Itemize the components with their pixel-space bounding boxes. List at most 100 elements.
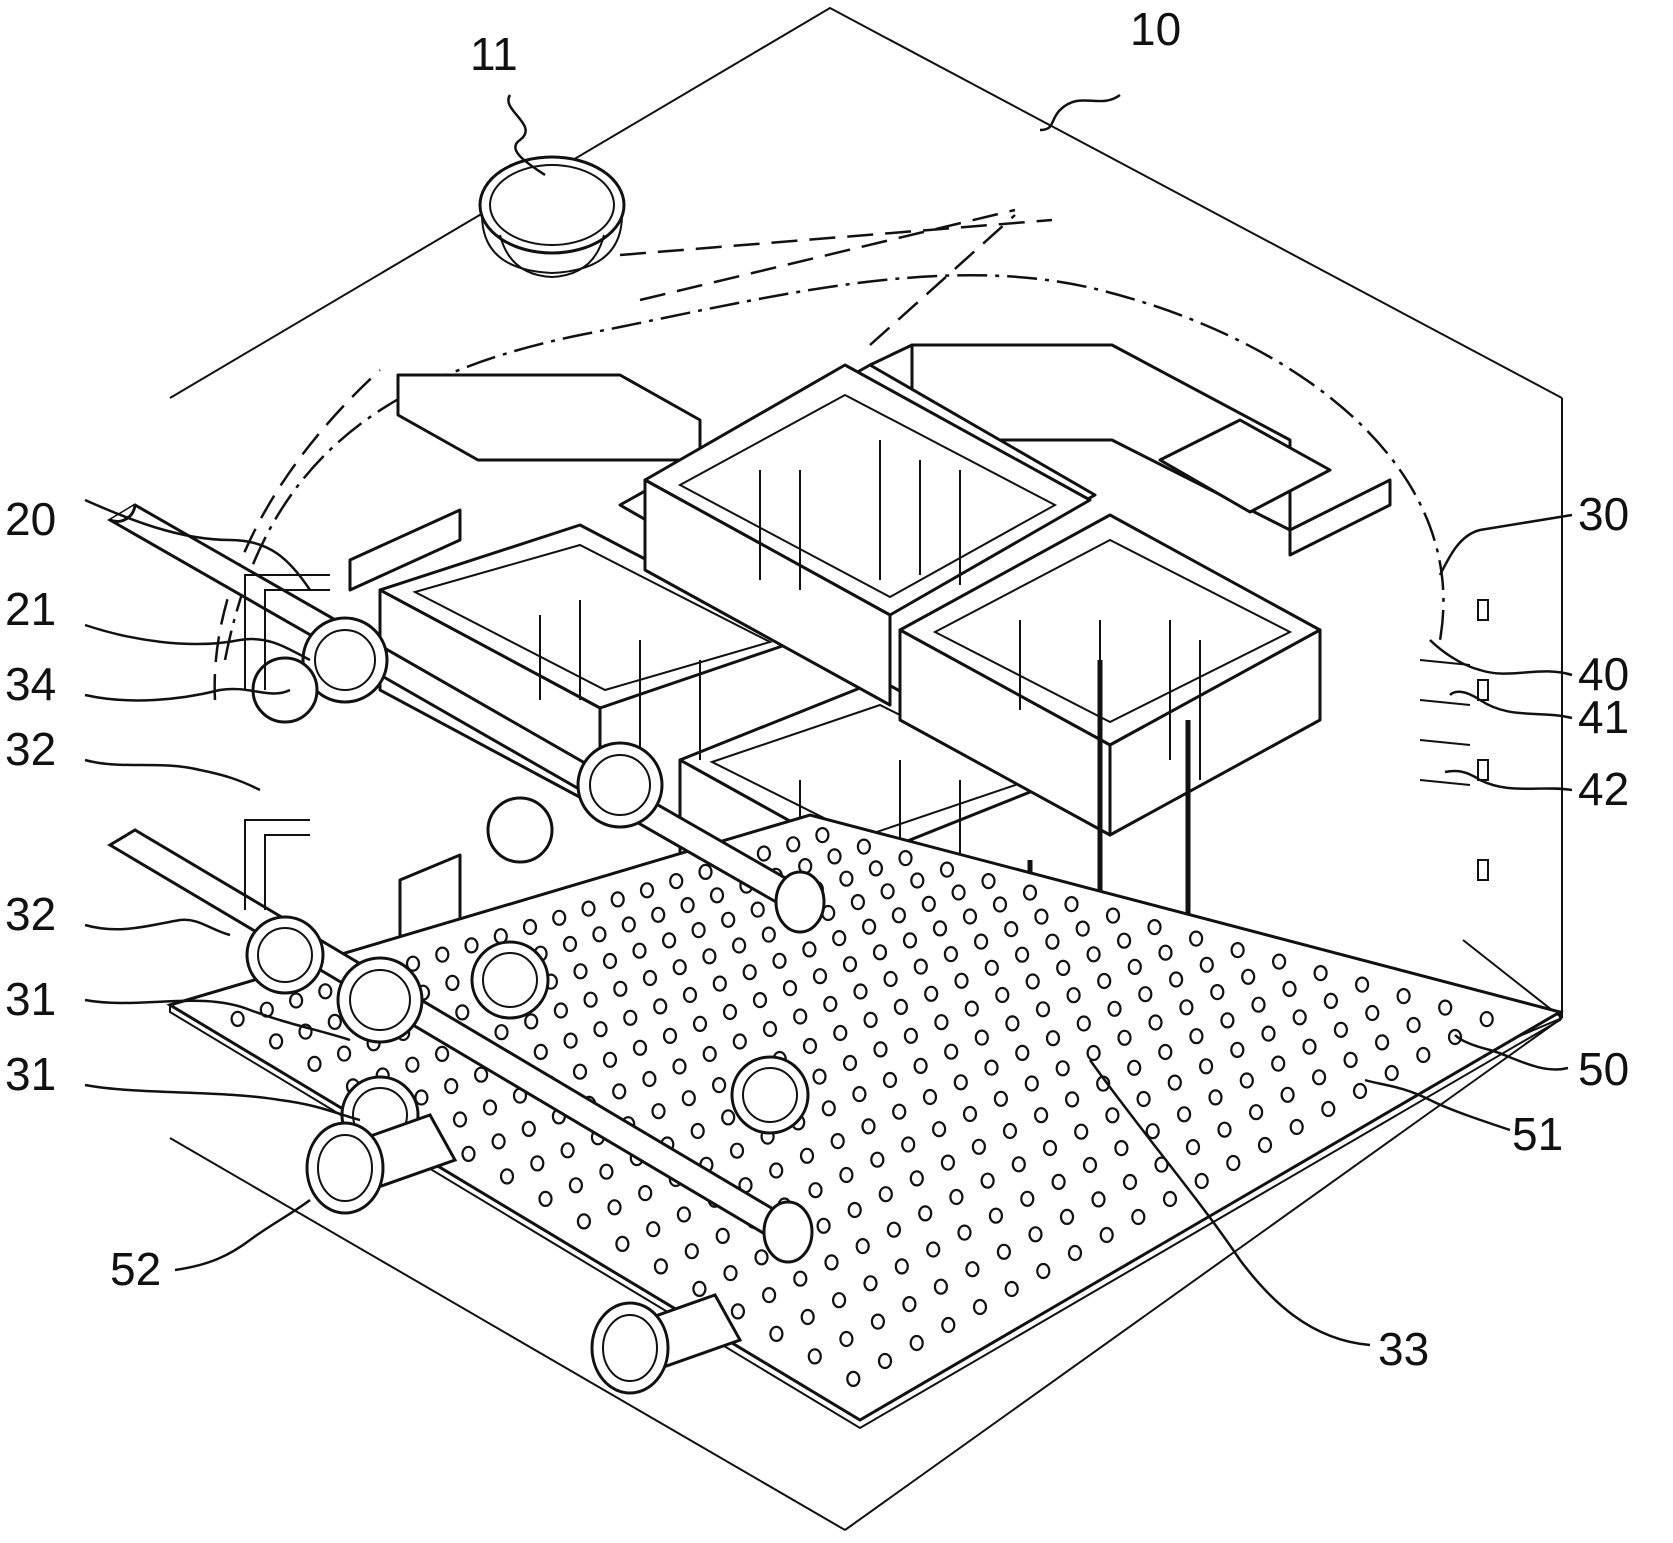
plate-hole — [1217, 1121, 1232, 1138]
plate-hole — [870, 1313, 886, 1330]
plate-hole — [1261, 1025, 1276, 1042]
plate-hole — [552, 909, 567, 926]
plate-hole — [682, 986, 698, 1004]
plate-hole — [1289, 1118, 1304, 1136]
plate-hole — [1280, 1086, 1295, 1103]
label-30: 30 — [1578, 488, 1629, 540]
plate-hole — [742, 964, 757, 981]
plate-hole — [680, 896, 695, 914]
plate-hole — [691, 921, 706, 939]
plate-hole — [553, 1002, 569, 1019]
plate-hole — [995, 986, 1010, 1004]
plate-hole — [452, 1111, 468, 1128]
plate-hole — [692, 1280, 707, 1298]
plate-hole — [646, 1221, 661, 1238]
plate-hole — [1194, 1172, 1209, 1190]
plate-hole — [1022, 884, 1038, 901]
plate-hole — [902, 1295, 917, 1313]
plate-hole — [996, 1243, 1012, 1260]
plate-hole — [772, 952, 787, 969]
plate-hole — [891, 907, 907, 924]
label-21: 21 — [5, 583, 56, 635]
plate-hole — [651, 906, 666, 923]
plate-hole — [944, 1043, 959, 1060]
plate-hole — [642, 969, 658, 987]
plate-hole — [1241, 968, 1256, 985]
plate-hole — [405, 955, 421, 972]
plate-hole — [861, 918, 877, 935]
label-31-lower: 31 — [5, 1048, 56, 1100]
plate-hole — [522, 918, 538, 936]
plate-hole — [893, 998, 909, 1016]
plate-hole — [815, 826, 830, 844]
plate-hole — [653, 1258, 669, 1275]
plate-hole — [1158, 944, 1173, 961]
plate-hole — [435, 946, 450, 963]
plate-hole — [934, 1014, 949, 1031]
plate-hole — [1239, 1072, 1254, 1089]
label-51: 51 — [1512, 1108, 1563, 1160]
plate-hole — [1066, 987, 1081, 1004]
plate-hole — [562, 935, 578, 953]
plate-hole — [1251, 996, 1266, 1013]
plate-hole — [639, 882, 655, 899]
plate-hole — [653, 998, 668, 1015]
flange-nozzles — [245, 616, 810, 1155]
plate-hole — [1148, 1014, 1163, 1031]
plate-hole — [855, 1237, 870, 1255]
plate-hole — [1147, 918, 1162, 936]
plate-hole — [1257, 1136, 1273, 1154]
plate-hole — [572, 1063, 588, 1080]
plate-hole — [563, 1032, 578, 1049]
plate-hole — [1117, 1029, 1132, 1046]
plate-hole — [651, 1103, 666, 1120]
reference-numerals: 10 11 20 21 34 32 32 31 31 52 30 40 41 4… — [5, 3, 1629, 1375]
plate-hole — [464, 937, 479, 954]
plate-hole — [1162, 1190, 1178, 1208]
plate-hole — [913, 958, 928, 975]
plate-hole — [799, 1147, 815, 1164]
plate-hole — [1127, 958, 1142, 976]
plate-hole — [638, 1184, 653, 1202]
plate-hole — [933, 1278, 949, 1295]
plate-hole — [962, 908, 978, 925]
plate-hole — [721, 911, 736, 928]
plate-hole — [692, 1015, 708, 1033]
plate-hole — [1248, 1104, 1264, 1121]
plate-hole — [661, 932, 677, 949]
plate-hole — [1056, 959, 1071, 977]
plate-hole — [1479, 1010, 1494, 1028]
label-34: 34 — [5, 658, 56, 710]
plate-hole — [729, 1142, 745, 1159]
plate-hole — [732, 1033, 747, 1050]
label-42: 42 — [1578, 763, 1629, 815]
plate-hole — [1067, 1244, 1083, 1262]
plate-hole — [709, 887, 725, 904]
manhole-lid — [478, 155, 626, 279]
plate-hole — [445, 974, 460, 992]
plate-hole — [289, 992, 304, 1009]
plate-hole — [731, 937, 747, 954]
plate-hole — [491, 1133, 506, 1150]
plate-hole — [669, 872, 684, 890]
plate-hole — [964, 1000, 979, 1017]
plate-hole — [901, 1136, 916, 1153]
plate-hole — [621, 916, 636, 933]
plate-hole — [1004, 920, 1019, 938]
plate-hole — [1024, 1075, 1039, 1092]
plate-hole — [672, 1058, 687, 1075]
plate-hole — [1042, 1139, 1058, 1157]
plate-hole — [1333, 1021, 1349, 1038]
plate-hole — [993, 1090, 1009, 1107]
label-11: 11 — [470, 28, 518, 80]
plate-hole — [761, 926, 776, 943]
plate-hole — [642, 1070, 657, 1088]
plate-hole — [405, 1056, 420, 1073]
plate-hole — [863, 1275, 878, 1292]
plate-hole — [1033, 1107, 1049, 1124]
plate-hole — [940, 1154, 956, 1171]
side-fittings — [1419, 599, 1489, 881]
plate-hole — [962, 1105, 978, 1123]
plate-hole — [712, 975, 727, 992]
